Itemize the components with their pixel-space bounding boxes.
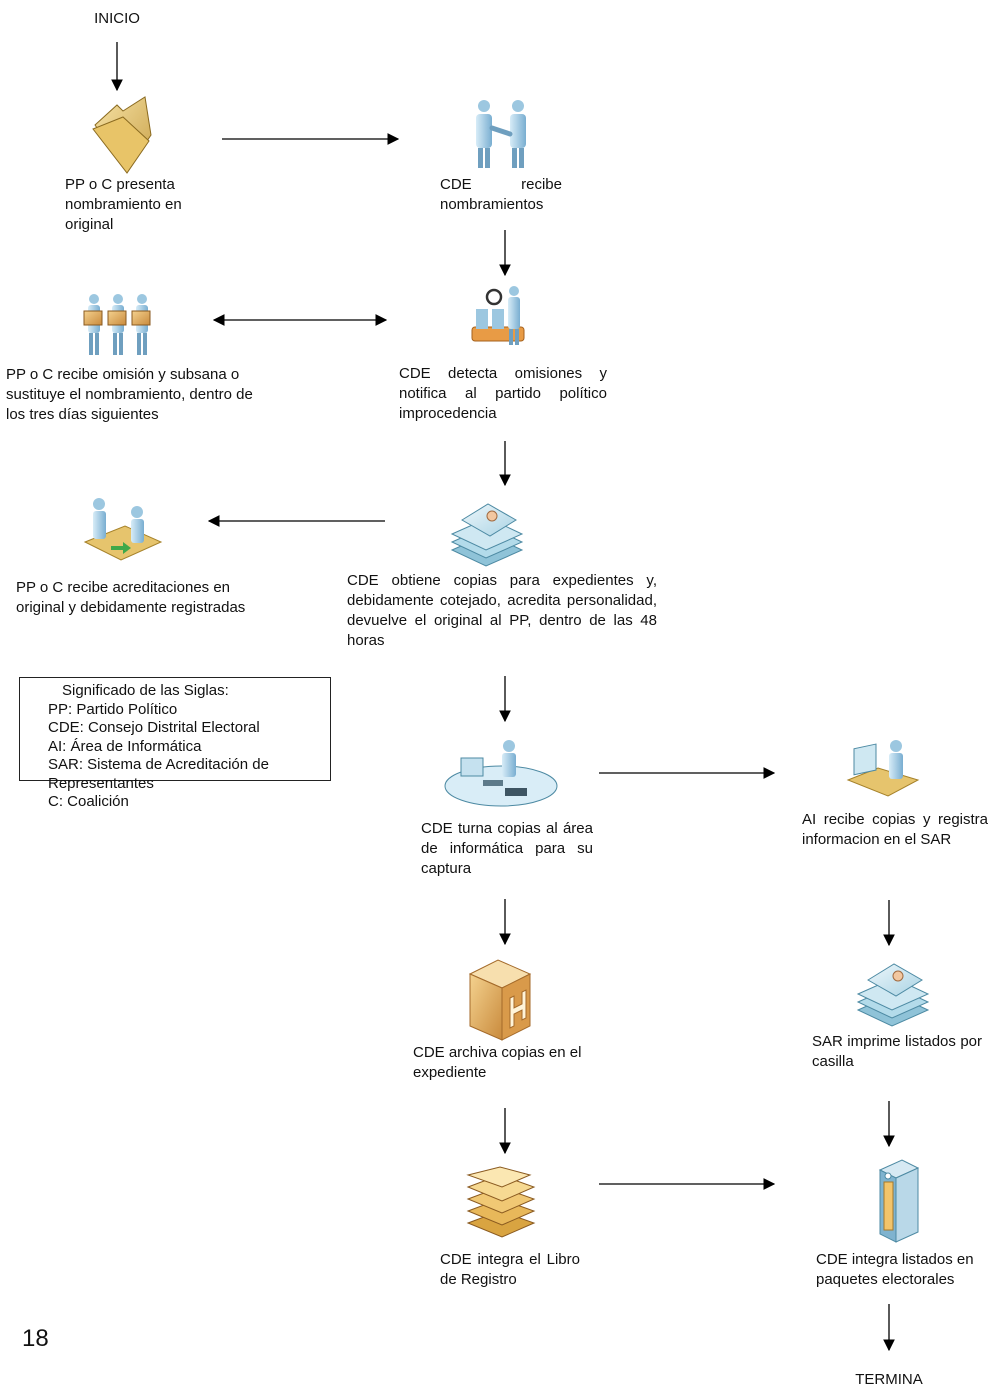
step-s4-text: PP o C recibe omisión y subsana o sustit…: [6, 366, 253, 423]
document-stack-icon: [450, 503, 524, 567]
inspection-conveyor-icon: [471, 286, 525, 345]
flow-arrows: [111, 42, 895, 1352]
books-stack-icon: [466, 1166, 536, 1238]
step-s9-text: CDE archiva copias en el expediente: [413, 1044, 582, 1081]
step-s6-text: PP o C recibe acreditaciones en original…: [16, 579, 246, 616]
start-label: INICIO: [94, 10, 140, 27]
computer-workstation-icon: [444, 740, 558, 807]
legend-item: PP: Partido Político: [48, 700, 178, 718]
step-s8-text: AI recibe copias y registra informacion …: [802, 811, 988, 848]
step-s10-text: SAR imprime listados por casilla: [812, 1033, 982, 1070]
legend-item: SAR: Sistema de Acreditación de Represen…: [48, 756, 269, 792]
legend-item: C: Coalición: [48, 793, 129, 810]
step-s3-text: CDE detecta omisiones y notifica al part…: [399, 365, 607, 422]
legend-title: Significado de las Siglas:: [62, 682, 229, 699]
step-s2-text: CDE recibe nombramientos: [440, 176, 562, 213]
step-s12-text: CDE integra listados en paquetes elector…: [816, 1251, 974, 1288]
handshake-people-icon: [476, 100, 526, 168]
step-s1-text: PP o C presenta nombramiento en original: [65, 176, 182, 233]
person-at-screen-icon: [846, 740, 920, 797]
end-label: TERMINA: [855, 1371, 923, 1388]
folder-icon: [92, 96, 152, 174]
archive-box-icon: [468, 959, 532, 1041]
document-stack-icon: [856, 963, 930, 1027]
people-with-packages-icon: [83, 294, 151, 355]
acronym-legend: Significado de las Siglas: PP: Partido P…: [19, 677, 331, 810]
legend-item: AI: Área de Informática: [48, 737, 202, 755]
server-tower-icon: [878, 1159, 920, 1243]
step-s7-text: CDE turna copias al área de informática …: [421, 820, 593, 877]
step-s11-text: CDE integra el Libro de Registro: [440, 1251, 580, 1288]
legend-item: CDE: Consejo Distrital Electoral: [48, 719, 260, 736]
step-s5-text: CDE obtiene copias para expedientes y, d…: [347, 572, 657, 649]
page-number: 18: [22, 1325, 49, 1352]
desk-exchange-icon: [83, 498, 163, 561]
